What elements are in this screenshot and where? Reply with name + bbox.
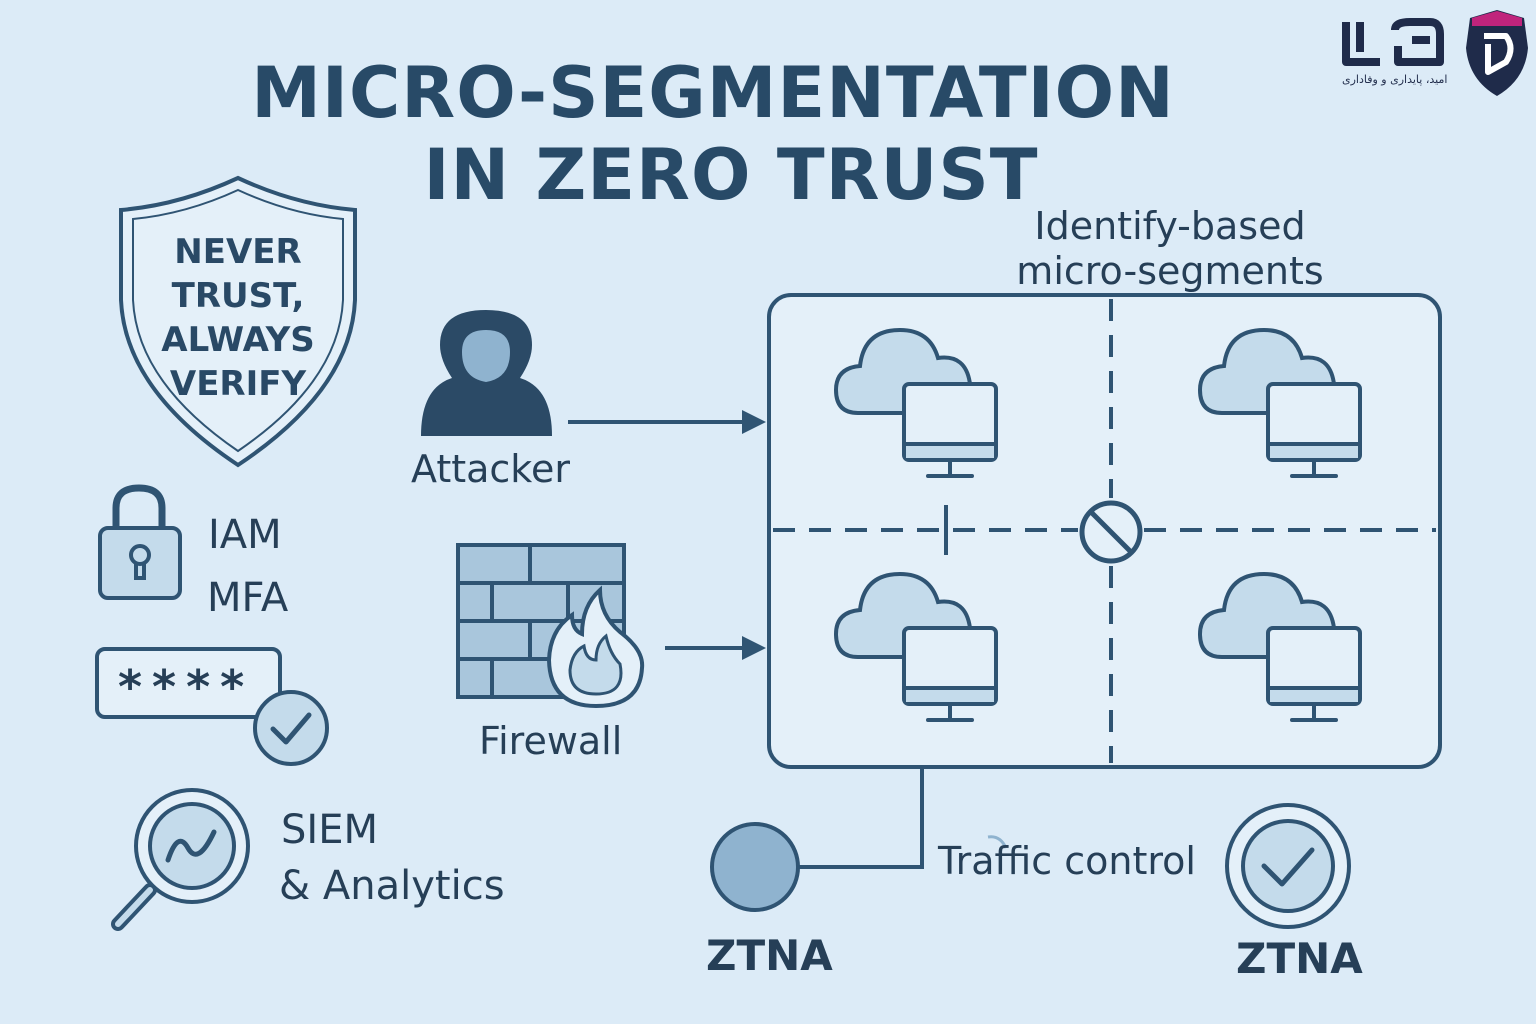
micro-segments-label: Identify-based micro-segments — [960, 204, 1380, 294]
password-mask: **** — [118, 660, 255, 714]
mfa-label: MFA — [207, 575, 289, 621]
shield-line-4: VERIFY — [169, 364, 307, 404]
siem-label: SIEM — [281, 807, 378, 853]
traffic-connector — [797, 767, 924, 869]
ztna-node-icon — [710, 822, 800, 912]
shield-line-1: NEVER — [174, 232, 302, 272]
ztna-left-label: ZTNA — [706, 931, 833, 980]
analytics-label: & Analytics — [279, 863, 505, 909]
shield-slogan: NEVER TRUST, ALWAYS VERIFY — [140, 230, 336, 406]
password-box — [95, 647, 282, 719]
page-title-line-2: IN ZERO TRUST — [423, 134, 1039, 216]
shield-line-2: TRUST, — [171, 276, 305, 316]
shield-line-3: ALWAYS — [161, 320, 315, 360]
flame-icon — [546, 585, 645, 709]
page-title-line-1: MICRO-SEGMENTATION — [251, 52, 1175, 134]
check-badge-icon — [253, 690, 329, 766]
ztna-check-icon — [1225, 803, 1351, 929]
shield-outline — [119, 175, 357, 468]
ztna-right-label: ZTNA — [1236, 934, 1363, 983]
magnifier-analytics-icon — [111, 788, 250, 931]
micro-segments-label-line-2: micro-segments — [1016, 249, 1324, 293]
micro-segments-label-line-1: Identify-based — [1034, 204, 1306, 248]
lock-icon — [98, 484, 182, 600]
traffic-control-label: Traffic control — [938, 839, 1196, 883]
shield-logo-icon — [1466, 10, 1528, 96]
brand-tagline: امید، پایداری و وفاداری — [1342, 73, 1448, 86]
attacker-icon — [421, 310, 552, 436]
attacker-label: Attacker — [411, 447, 570, 491]
iam-label: IAM — [208, 512, 282, 558]
blocked-icon — [1079, 500, 1143, 564]
firewall-label: Firewall — [479, 719, 623, 763]
brand-logo — [1342, 10, 1528, 96]
